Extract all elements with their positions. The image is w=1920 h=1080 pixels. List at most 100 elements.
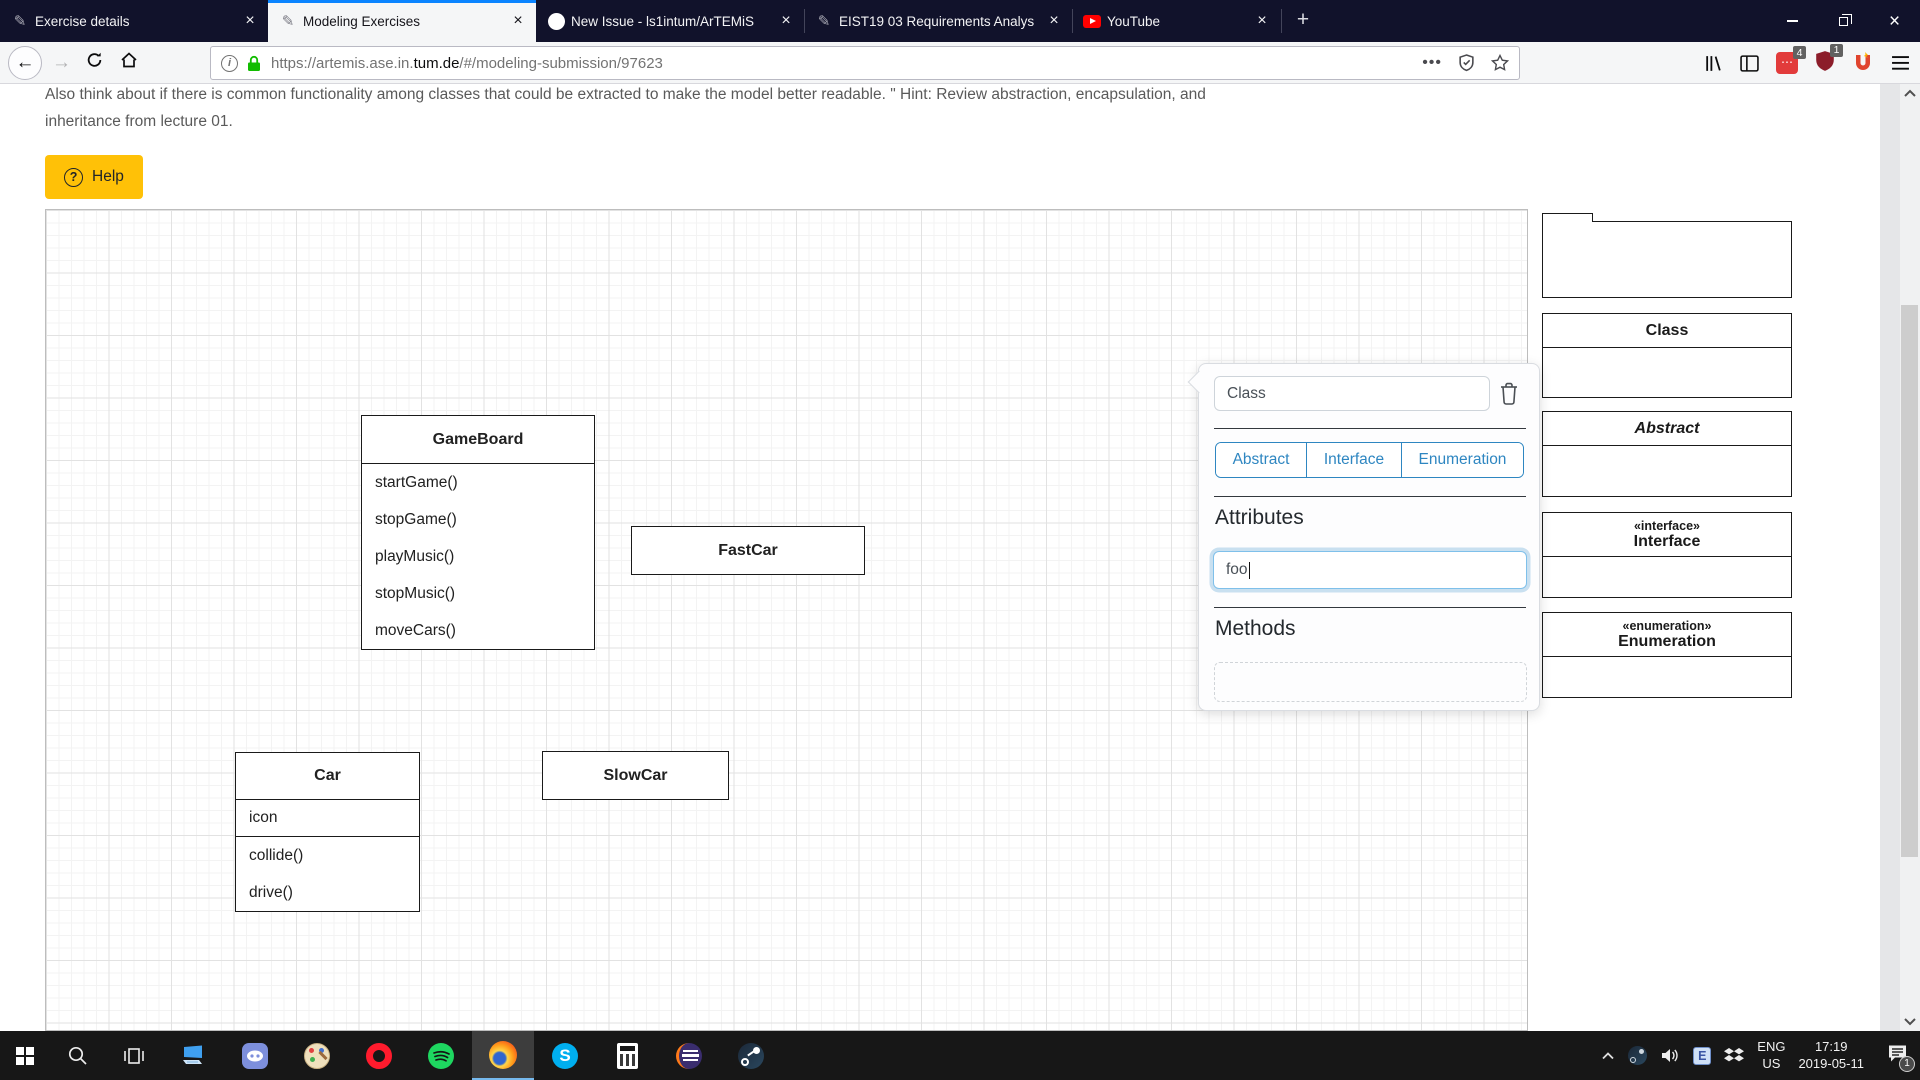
window-restore-button[interactable] bbox=[1818, 0, 1869, 42]
uml-method: stopMusic() bbox=[375, 584, 456, 602]
extension-badge: 4 bbox=[1793, 46, 1806, 59]
method-input-placeholder[interactable] bbox=[1214, 662, 1527, 702]
uml-class-gameboard[interactable]: GameBoard startGame() stopGame() playMus… bbox=[361, 415, 595, 650]
uml-class-car[interactable]: Car icon collide() drive() bbox=[235, 752, 420, 912]
action-center-button[interactable]: 1 bbox=[1887, 1044, 1915, 1072]
back-arrow-icon: ← bbox=[15, 52, 35, 73]
window-minimize-button[interactable] bbox=[1767, 0, 1818, 42]
palette-enumeration-label: Enumeration bbox=[1618, 632, 1716, 650]
taskbar-steam-button[interactable] bbox=[720, 1031, 782, 1080]
tab-close-icon[interactable]: × bbox=[245, 12, 255, 29]
volume-icon[interactable] bbox=[1660, 1047, 1680, 1064]
abstract-button[interactable]: Abstract bbox=[1216, 443, 1307, 477]
palette-class-label: Class bbox=[1645, 321, 1689, 339]
shield-check-icon[interactable] bbox=[1458, 54, 1475, 72]
tab-eist19[interactable]: ✎ EIST19 03 Requirements Analys × bbox=[804, 0, 1072, 42]
extension-red-icon[interactable]: ⋯ 4 bbox=[1776, 46, 1806, 74]
palette-class[interactable]: Class bbox=[1542, 313, 1792, 398]
menu-hamburger-icon[interactable] bbox=[1891, 55, 1910, 71]
uml-class-fastcar[interactable]: FastCar bbox=[631, 526, 865, 575]
uml-method: moveCars() bbox=[375, 621, 456, 639]
palette-body bbox=[1543, 556, 1791, 599]
new-tab-button[interactable]: + bbox=[1296, 8, 1310, 31]
help-button[interactable]: ? Help bbox=[45, 155, 143, 199]
exercise-description-line-2: inheritance from lecture 01. bbox=[45, 113, 233, 130]
taskbar-file-explorer-button[interactable] bbox=[162, 1031, 224, 1080]
taskbar-eclipse-button[interactable] bbox=[658, 1031, 720, 1080]
palette-interface[interactable]: «interface» Interface bbox=[1542, 512, 1792, 598]
palette-enumeration[interactable]: «enumeration» Enumeration bbox=[1542, 612, 1792, 698]
url-bar[interactable]: i https://artemis.ase.in.tum.de/#/modeli… bbox=[210, 46, 1520, 80]
tray-dropbox-icon[interactable] bbox=[1724, 1047, 1745, 1064]
palette-package[interactable] bbox=[1542, 221, 1792, 298]
page-scrollbar[interactable] bbox=[1900, 84, 1920, 1031]
taskbar-skype-button[interactable]: S bbox=[534, 1031, 596, 1080]
tab-exercise-details[interactable]: ✎ Exercise details × bbox=[0, 0, 268, 42]
tab-modeling-exercises[interactable]: ✎ Modeling Exercises × bbox=[268, 0, 536, 42]
taskbar-spotify-button[interactable] bbox=[410, 1031, 472, 1080]
class-name-input[interactable] bbox=[1214, 376, 1490, 411]
attribute-input[interactable]: foo bbox=[1213, 551, 1527, 589]
page-actions-icon[interactable]: ••• bbox=[1422, 54, 1442, 71]
clock-date: 2019-05-11 bbox=[1798, 1055, 1864, 1071]
tab-close-icon[interactable]: × bbox=[781, 12, 791, 29]
browser-tab-bar: ✎ Exercise details × ✎ Modeling Exercise… bbox=[0, 0, 1920, 42]
opera-icon bbox=[366, 1042, 392, 1069]
tab-close-icon[interactable]: × bbox=[1049, 12, 1059, 29]
extension-shield-icon[interactable]: 1 bbox=[1815, 43, 1843, 77]
clock-time: 17:19 bbox=[1814, 1039, 1848, 1055]
tab-close-icon[interactable]: × bbox=[1257, 12, 1267, 29]
tab-youtube[interactable]: YouTube × bbox=[1072, 0, 1280, 42]
taskbar-calculator-button[interactable] bbox=[596, 1031, 658, 1080]
enumeration-button[interactable]: Enumeration bbox=[1402, 443, 1523, 477]
delete-trash-icon[interactable] bbox=[1498, 381, 1520, 411]
uml-method: stopGame() bbox=[375, 510, 457, 528]
popup-divider bbox=[1214, 607, 1526, 608]
extension-magnet-icon[interactable] bbox=[1852, 50, 1874, 77]
window-close-button[interactable]: × bbox=[1869, 0, 1920, 42]
scrollbar-thumb[interactable] bbox=[1901, 305, 1918, 857]
home-button[interactable] bbox=[120, 51, 138, 74]
scroll-up-icon[interactable] bbox=[1903, 89, 1917, 98]
artemis-favicon-icon: ✎ bbox=[817, 13, 831, 30]
forward-button[interactable]: → bbox=[52, 51, 71, 73]
language-indicator[interactable]: ENG US bbox=[1757, 1039, 1785, 1072]
uml-class-slowcar[interactable]: SlowCar bbox=[542, 751, 729, 800]
back-button[interactable]: ← bbox=[8, 46, 42, 80]
palette-package-tab bbox=[1542, 213, 1593, 222]
url-text: https://artemis.ase.in.tum.de/#/modeling… bbox=[271, 54, 663, 72]
uml-attribute: icon bbox=[236, 800, 419, 837]
text-caret bbox=[1248, 561, 1250, 579]
tray-eclipse-icon[interactable]: E bbox=[1693, 1046, 1712, 1065]
taskbar-search-button[interactable] bbox=[50, 1031, 106, 1080]
eclipse-icon bbox=[676, 1042, 702, 1069]
reload-button[interactable] bbox=[86, 51, 103, 74]
taskbar-discord-button[interactable] bbox=[224, 1031, 286, 1080]
tab-close-icon[interactable]: × bbox=[513, 12, 523, 29]
diagram-canvas[interactable] bbox=[45, 209, 1528, 1031]
tab-new-issue[interactable]: New Issue - ls1intum/ArTEMiS × bbox=[536, 0, 804, 42]
extension-badge: 1 bbox=[1830, 43, 1843, 57]
sidebar-icon[interactable] bbox=[1740, 54, 1759, 72]
clock[interactable]: 17:19 2019-05-11 bbox=[1798, 1039, 1864, 1072]
restore-icon bbox=[1839, 14, 1852, 26]
tray-expand-icon[interactable] bbox=[1601, 1051, 1615, 1060]
task-view-button[interactable] bbox=[106, 1031, 162, 1080]
popup-divider bbox=[1214, 496, 1526, 497]
library-icon[interactable] bbox=[1704, 54, 1723, 73]
palette-abstract[interactable]: Abstract bbox=[1542, 411, 1792, 497]
content-right-margin bbox=[1880, 84, 1900, 1031]
home-icon bbox=[121, 51, 137, 67]
tray-steam-icon[interactable] bbox=[1628, 1046, 1648, 1065]
taskbar-firefox-button[interactable] bbox=[472, 1031, 534, 1080]
taskbar-opera-button[interactable] bbox=[348, 1031, 410, 1080]
interface-button[interactable]: Interface bbox=[1307, 443, 1402, 477]
reload-icon bbox=[87, 52, 102, 67]
uml-method: startGame() bbox=[375, 473, 458, 491]
start-button[interactable] bbox=[0, 1031, 50, 1080]
taskbar-paint-button[interactable] bbox=[286, 1031, 348, 1080]
bookmark-star-icon[interactable] bbox=[1491, 54, 1509, 72]
page-info-icon[interactable]: i bbox=[221, 54, 238, 72]
scroll-down-icon[interactable] bbox=[1903, 1017, 1917, 1026]
